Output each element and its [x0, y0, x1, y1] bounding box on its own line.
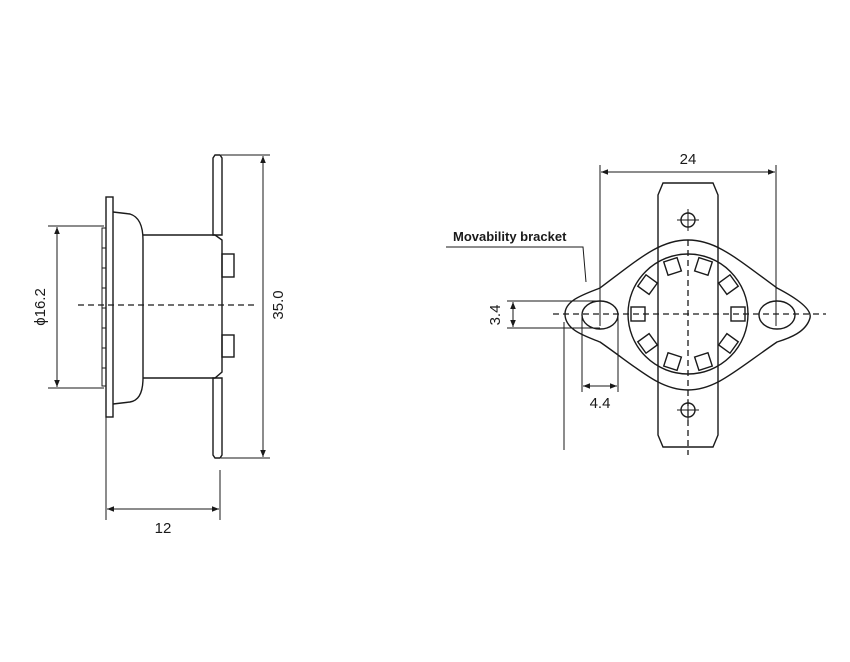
disc-tab: [636, 332, 659, 355]
bump-top: [221, 253, 235, 278]
disc-tab: [717, 332, 740, 355]
disc-tab: [693, 256, 714, 277]
bump-bottom: [221, 334, 235, 358]
diameter-label: ϕ16.2: [32, 288, 49, 326]
disc-tab: [717, 273, 740, 296]
disc-tab: [662, 351, 683, 372]
depth-label: 12: [155, 520, 172, 537]
cap-dome: [112, 211, 144, 405]
hole-height-label: 3.4: [487, 305, 504, 326]
terminal-bottom: [212, 377, 223, 459]
terminal-hole-top: [677, 209, 699, 231]
terminal-top: [212, 154, 223, 236]
front-view: 24 3.4 4.4 Movability bracket: [446, 151, 826, 455]
mount-hole-right: [758, 300, 796, 330]
hole-width-label: 4.4: [590, 395, 611, 412]
disc-tab: [636, 273, 659, 296]
face-ribs: [101, 227, 107, 387]
movability-bracket-label: Movability bracket: [453, 229, 567, 244]
flange-bracket: [564, 239, 811, 391]
disc-tab: [693, 351, 714, 372]
disc-tab: [662, 256, 683, 277]
callout-leader: [446, 246, 587, 283]
hole-spacing-label: 24: [680, 151, 697, 168]
height-label: 35.0: [270, 290, 287, 319]
body: [143, 234, 223, 379]
side-view: 35.0 ϕ16.2 12: [32, 154, 287, 537]
disc-tabs: [630, 256, 746, 372]
terminal-tab: [657, 182, 719, 448]
mounting-flange: [105, 196, 114, 418]
